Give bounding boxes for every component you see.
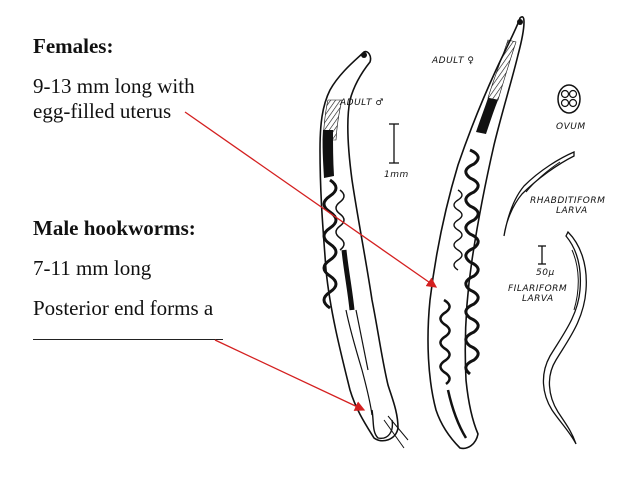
label-adult-female: ADULT ♀ <box>432 56 475 66</box>
adult-female-worm <box>427 16 525 450</box>
females-description-line2: egg-filled uterus <box>33 99 172 123</box>
male-heading: Male hookworms: <box>33 216 196 240</box>
scale-bar-50u <box>538 245 546 265</box>
ovum-egg <box>557 84 581 114</box>
females-description-line1: 9-13 mm long with <box>33 74 195 98</box>
label-filariform-line2: LARVA <box>522 294 554 304</box>
females-heading: Females: <box>33 34 114 58</box>
female-pointer-arrow <box>184 111 438 288</box>
rhabditiform-larva <box>503 151 575 237</box>
male-pointer-arrow <box>214 339 366 411</box>
label-rhabditiform-line1: RHABDITIFORM <box>530 196 606 206</box>
label-adult-male: ADULT ♂ <box>340 98 385 108</box>
label-scale-1mm: 1mm <box>384 170 409 180</box>
male-posterior-note: Posterior end forms a <box>33 296 214 320</box>
label-filariform-line1: FILARIFORM <box>508 284 568 294</box>
scale-bar-1mm <box>389 123 399 164</box>
label-ovum: OVUM <box>556 122 586 132</box>
fill-in-blank-line <box>33 339 223 340</box>
label-scale-50u: 50µ <box>536 268 555 278</box>
filariform-larva <box>542 230 587 445</box>
adult-male-worm <box>319 50 409 449</box>
label-rhabditiform-line2: LARVA <box>556 206 588 216</box>
male-length: 7-11 mm long <box>33 256 152 280</box>
